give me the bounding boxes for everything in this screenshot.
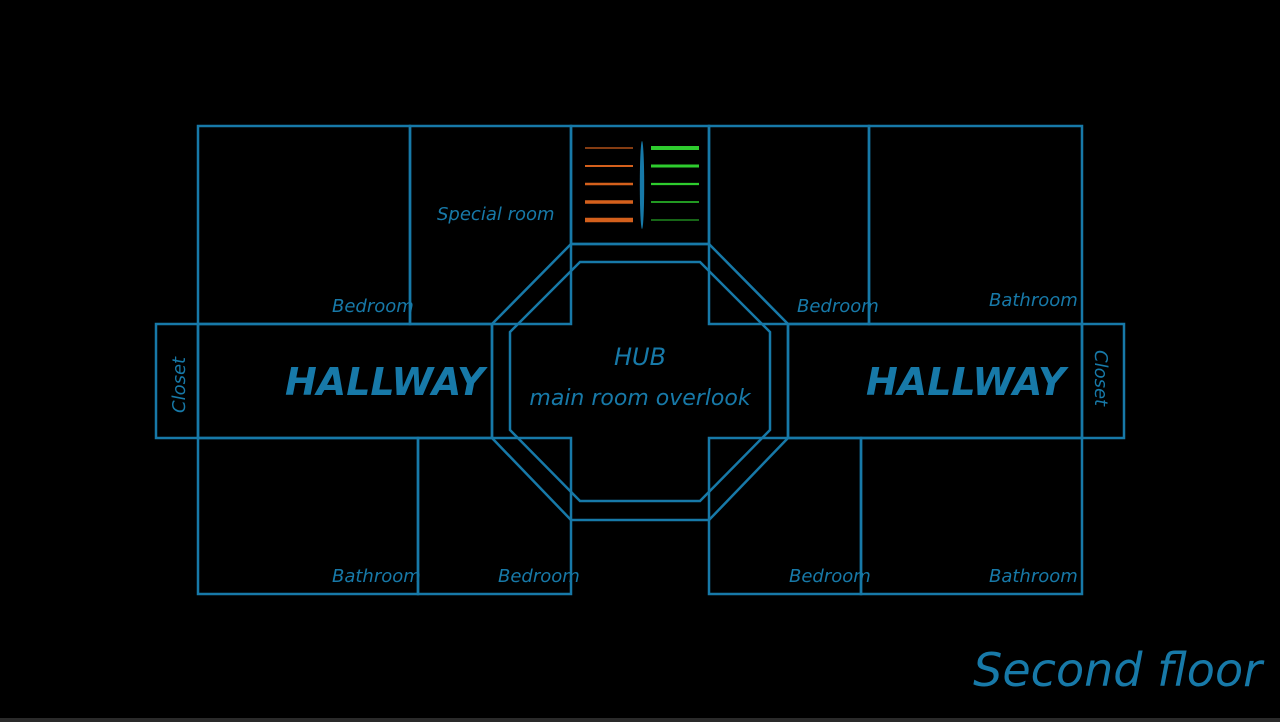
room-bottom-left-bedroom — [416, 436, 573, 596]
floor-title: Second floor — [973, 643, 1265, 697]
label-bottom-left-bathroom: Bathroom — [332, 566, 421, 587]
walls — [154, 124, 1126, 596]
label-bottom-right-bathroom: Bathroom — [989, 566, 1078, 587]
label-top-left-bedroom: Bedroom — [332, 296, 414, 317]
label-right-hallway: HALLWAY — [866, 360, 1069, 404]
hub-title: HUB — [614, 343, 666, 371]
staircase-icon — [585, 141, 699, 229]
label-left-hallway: HALLWAY — [285, 360, 488, 404]
label-left-closet: Closet — [169, 356, 190, 413]
room-bottom-right-bathroom — [859, 436, 1084, 596]
label-top-right-bedroom: Bedroom — [797, 296, 879, 317]
label-special-room: Special room — [437, 204, 555, 225]
hub-outer-octagon — [490, 242, 790, 522]
bottom-strip — [0, 718, 1280, 722]
label-right-closet: Closet — [1090, 350, 1111, 407]
room-top-left-bedroom — [196, 124, 412, 326]
hub-inner-octagon — [508, 260, 772, 503]
room-right-closet — [1080, 322, 1126, 440]
label-bottom-right-bedroom: Bedroom — [789, 566, 871, 587]
hub-subtitle: main room overlook — [529, 386, 751, 411]
label-top-right-bathroom: Bathroom — [989, 290, 1078, 311]
label-bottom-left-bedroom: Bedroom — [498, 566, 580, 587]
